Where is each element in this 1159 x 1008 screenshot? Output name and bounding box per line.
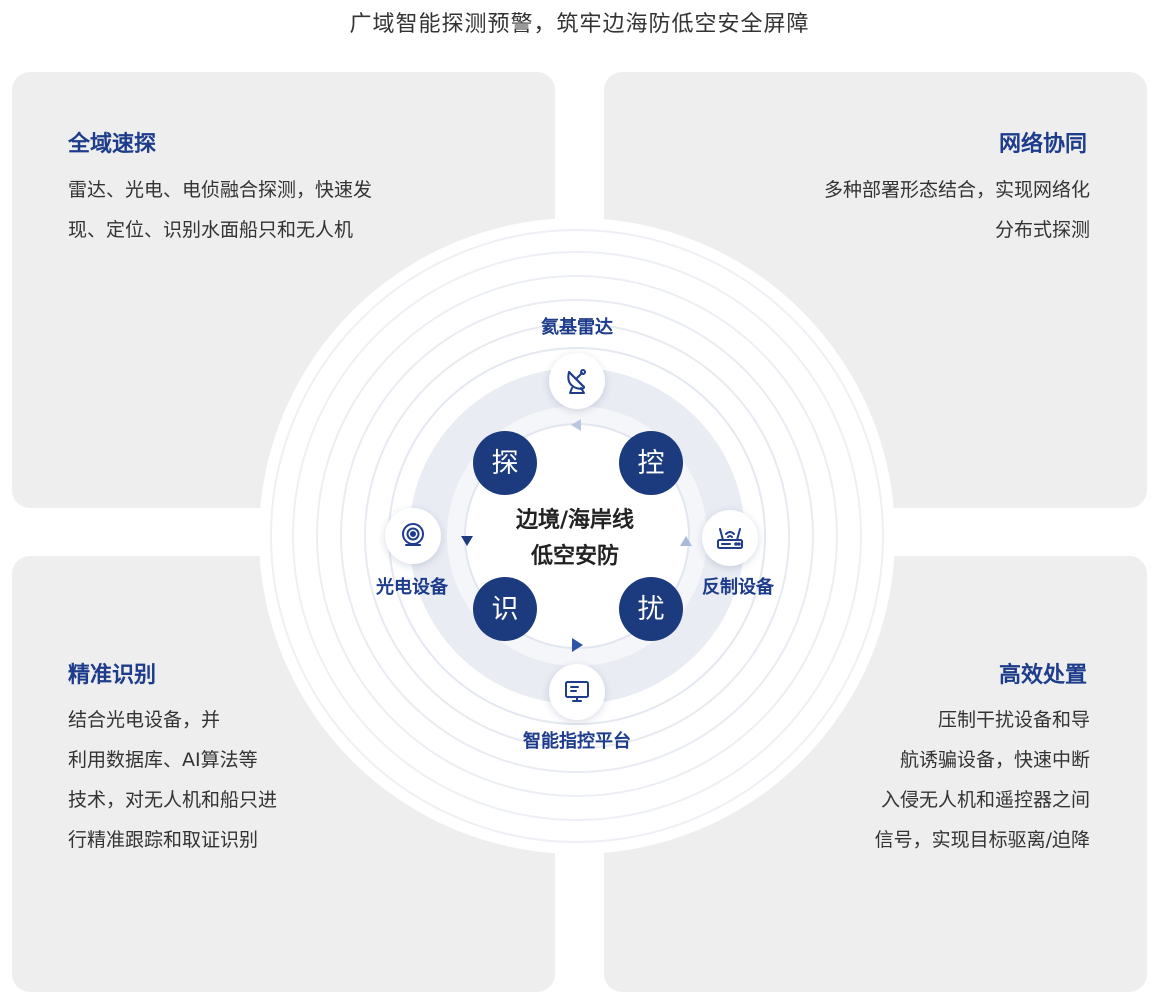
panel-desc-line: 结合光电设备，并 [68,709,221,731]
center-title: 边境/海岸线 低空安防 [475,503,675,575]
panel-title-bottom-right: 高效处置 [998,663,1087,688]
node-label-platform: 智能指控平台 [523,731,631,752]
node-label-optical: 光电设备 [376,577,448,598]
arrow-left [461,536,473,546]
satellite-dish-icon [567,369,586,394]
panel-desc-line: 利用数据库、AI算法等 [68,749,258,771]
node-optical[interactable] [385,508,441,564]
center-line-2: 低空安防 [530,544,619,569]
panel-desc-top-right: 多种部署形态结合，实现网络化 分布式探测 [824,170,1090,250]
node-radar[interactable] [549,353,605,409]
panel-title-top-right: 网络协同 [998,132,1087,157]
headline: 广域智能探测预警，筑牢边海防低空安全屏障 [349,12,810,37]
node-platform[interactable] [549,664,605,720]
monitor-icon [565,681,589,702]
panel-desc-line: 多种部署形态结合，实现网络化 [823,179,1090,201]
center-line-1: 边境/海岸线 [515,508,635,533]
badge-identify: 识 [473,577,537,641]
arrow-top [571,419,581,431]
panel-desc-line: 压制干扰设备和导 [937,709,1090,731]
router-icon [717,528,743,549]
arrow-right [680,536,692,546]
panel-desc-line: 现、定位、识别水面船只和无人机 [68,219,354,241]
flow-arrows [461,419,692,652]
panel-desc-top-left: 雷达、光电、电侦融合探测，快速发 现、定位、识别水面船只和无人机 [68,170,372,250]
node-label-countermeasure: 反制设备 [702,577,774,598]
panel-desc-bottom-right: 压制干扰设备和导 航诱骗设备，快速中断 入侵无人机和遥控器之间 信号，实现目标驱… [875,700,1090,860]
camera-icon [402,523,424,546]
badge-control: 控 [619,431,683,495]
panel-desc-line: 分布式探测 [994,219,1090,241]
badge-detect: 探 [473,431,537,495]
panel-desc-line: 信号，实现目标驱离/迫降 [874,829,1090,851]
badge-jam: 扰 [619,577,683,641]
panel-desc-line: 技术，对无人机和船只进 [68,789,278,811]
node-countermeasure[interactable] [702,510,758,566]
panel-desc-line: 雷达、光电、电侦融合探测，快速发 [68,179,373,201]
panel-desc-line: 入侵无人机和遥控器之间 [880,789,1090,811]
panel-desc-bottom-left: 结合光电设备，并 利用数据库、AI算法等 技术，对无人机和船只进 行精准跟踪和取… [68,700,277,860]
panel-desc-line: 航诱骗设备，快速中断 [899,749,1090,771]
arrow-bottom [572,638,583,652]
node-label-radar: 氦基雷达 [541,317,613,338]
panel-title-bottom-left: 精准识别 [68,663,157,688]
panel-desc-line: 行精准跟踪和取证识别 [68,829,259,851]
panel-title-top-left: 全域速探 [68,132,157,157]
